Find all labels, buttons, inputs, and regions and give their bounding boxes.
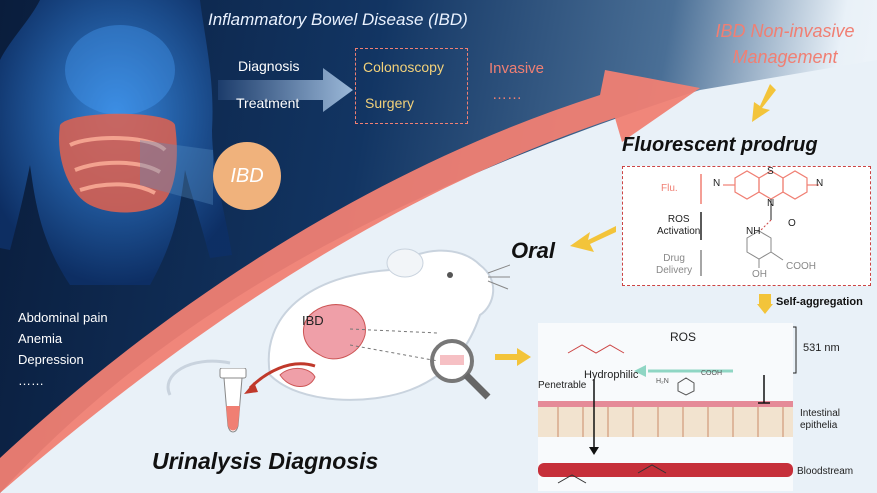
ros-label: ROS (670, 330, 697, 344)
invasive-ellipsis: …… (492, 86, 522, 103)
atom-oh: OH (752, 269, 767, 280)
management-line1: IBD Non-invasive (715, 21, 855, 41)
bloodstream-vessel (538, 463, 793, 477)
zoom-beam (140, 140, 213, 205)
hydrophilic-label: Hydrophilic (584, 369, 639, 381)
ros-activation-line2: Activation (657, 226, 701, 237)
oral-arrow (570, 226, 616, 252)
atom-n-right: N (816, 178, 824, 189)
symptom-item: Abdominal pain (18, 310, 108, 325)
prodrug-heading: Fluorescent prodrug (622, 134, 818, 156)
ros-activation-label: ROS Activation (657, 214, 700, 238)
symptom-item: Anemia (18, 331, 63, 346)
mouse-tail (166, 359, 231, 396)
intestine-folds (69, 136, 167, 195)
oral-label: Oral (511, 238, 556, 263)
progress-arrow (0, 70, 700, 493)
diagnosis-label: Diagnosis (238, 58, 300, 74)
dye-molecule (567, 344, 625, 354)
drug-delivery-label: Drug Delivery (656, 253, 692, 277)
ibd-badge: IBD (213, 142, 281, 210)
cell-panel (538, 323, 793, 491)
yellow-arrow-down (752, 84, 776, 122)
symptom-item: …… (18, 373, 44, 388)
magnifier-icon (430, 339, 491, 400)
size-bracket (792, 326, 797, 374)
guide-lines (350, 328, 439, 362)
prodrug-molecule (700, 170, 819, 276)
microvilli (538, 401, 793, 407)
penetrable-label: Penetrable (538, 380, 587, 391)
atom-n-core: N (767, 198, 775, 209)
mouse-bladder (279, 368, 316, 387)
epithelia-line1: Intestinal (800, 408, 841, 419)
process-arrow (218, 68, 353, 112)
lungs (65, 25, 175, 115)
atom-nh: NH (746, 226, 761, 237)
atom-s: S (767, 166, 774, 177)
ros-activation-line1: ROS (667, 214, 690, 225)
mouse-eye (447, 272, 453, 278)
atom-o: O (788, 218, 796, 229)
mouse-ibd-label: IBD (302, 313, 324, 328)
management-title: IBD Non-invasive Management (690, 18, 877, 70)
bloodstream-label: Bloodstream (797, 466, 854, 477)
surgery-label: Surgery (365, 95, 415, 111)
treatment-label: Treatment (236, 95, 300, 111)
atom-cooh: COOH (786, 261, 816, 272)
page-title: Inflammatory Bowel Disease (IBD) (208, 10, 468, 29)
prodrug-structure-box (622, 166, 871, 286)
urine-tube-icon (219, 368, 247, 433)
zoom-arrow (495, 348, 531, 366)
acid-label: COOH (701, 370, 722, 377)
amine-label: H₂N (656, 378, 669, 385)
symptom-item: Depression (18, 352, 84, 367)
self-aggregation-label: Self-aggregation (776, 296, 863, 308)
aggregation-arrow (757, 294, 773, 314)
urinalysis-label: Urinalysis Diagnosis (152, 448, 379, 474)
epithelia-line2: epithelia (800, 420, 838, 431)
flu-label: Flu. (661, 183, 678, 194)
invasive-label: Invasive (489, 60, 545, 77)
colonoscopy-label: Colonoscopy (363, 59, 444, 75)
size-label: 531 nm (803, 342, 840, 354)
drug-molecule (677, 377, 695, 396)
symptom-list: Abdominal pain Anemia Depression …… (18, 307, 108, 391)
atom-n-left: N (713, 178, 721, 189)
human-body-figure (0, 0, 232, 285)
methods-box (355, 48, 468, 124)
drug-delivery-line2: Delivery (656, 265, 693, 276)
mouse-ear (386, 248, 424, 278)
drug-delivery-line1: Drug (663, 253, 685, 264)
management-line2: Management (732, 47, 838, 67)
epithelia-label: Intestinal epithelia (800, 408, 840, 432)
urine-flow-arrow (244, 362, 316, 394)
mouse-intestine (302, 304, 366, 360)
mouse-whiskers (487, 264, 510, 290)
